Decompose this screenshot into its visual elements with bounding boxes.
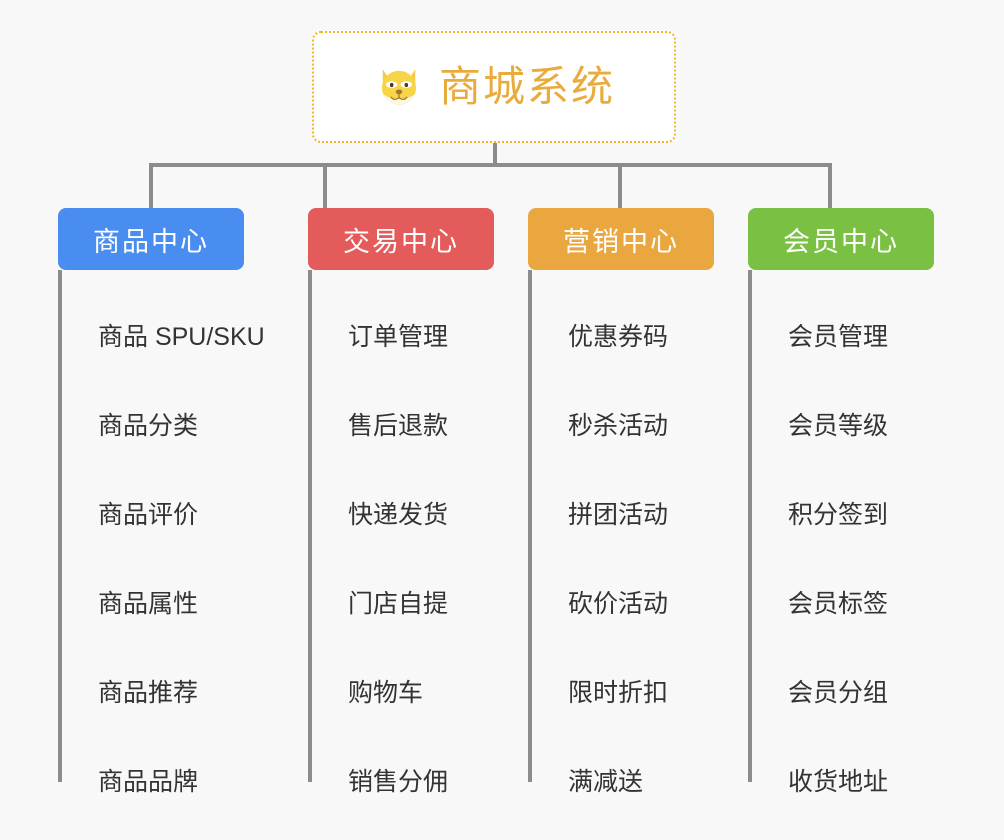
leaf-label: 商品品牌 xyxy=(98,768,199,796)
leaf-label: 秒杀活动 xyxy=(568,412,669,440)
leaf-label: 商品属性 xyxy=(98,590,199,618)
leaf-trunk-3 xyxy=(528,270,532,782)
leaf-label: 会员等级 xyxy=(788,412,889,440)
leaf-list-4: 会员管理 会员等级 积分签到 会员标签 会员分组 收货地址 xyxy=(748,270,934,804)
drop-connector-1 xyxy=(149,163,153,208)
leaf-label: 门店自提 xyxy=(348,590,449,618)
leaf-label: 会员分组 xyxy=(788,679,889,707)
leaf-label: 优惠券码 xyxy=(568,323,669,351)
leaf-item[interactable]: 商品属性 xyxy=(58,537,244,626)
leaf-label: 购物车 xyxy=(348,679,424,707)
leaf-label: 积分签到 xyxy=(788,501,889,529)
leaf-label: 会员标签 xyxy=(788,590,889,618)
branch-column-3: 营销中心 优惠券码 秒杀活动 拼团活动 砍价活动 限时折扣 满减送 xyxy=(528,208,714,804)
leaf-item[interactable]: 购物车 xyxy=(308,626,494,715)
leaf-item[interactable]: 商品 SPU/SKU xyxy=(58,270,265,359)
leaf-trunk-2 xyxy=(308,270,312,782)
leaf-label: 收货地址 xyxy=(788,768,889,796)
leaf-item[interactable]: 会员管理 xyxy=(748,270,934,359)
leaf-item[interactable]: 会员等级 xyxy=(748,359,934,448)
leaf-label: 销售分佣 xyxy=(348,768,449,796)
leaf-item[interactable]: 会员标签 xyxy=(748,537,934,626)
leaf-item[interactable]: 收货地址 xyxy=(748,715,934,804)
branch-header-4[interactable]: 会员中心 xyxy=(748,208,934,270)
leaf-item[interactable]: 秒杀活动 xyxy=(528,359,714,448)
leaf-item[interactable]: 商品分类 xyxy=(58,359,244,448)
leaf-label: 订单管理 xyxy=(348,323,449,351)
horizontal-bus-connector xyxy=(149,163,832,167)
leaf-item[interactable]: 售后退款 xyxy=(308,359,494,448)
leaf-item[interactable]: 商品推荐 xyxy=(58,626,244,715)
leaf-label: 售后退款 xyxy=(348,412,449,440)
branch-header-3[interactable]: 营销中心 xyxy=(528,208,714,270)
branch-column-2: 交易中心 订单管理 售后退款 快递发货 门店自提 购物车 销售分佣 xyxy=(308,208,494,804)
branch-header-1[interactable]: 商品中心 xyxy=(58,208,244,270)
leaf-item[interactable]: 快递发货 xyxy=(308,448,494,537)
drop-connector-2 xyxy=(323,163,327,208)
leaf-label: 快递发货 xyxy=(348,501,449,529)
leaf-label: 商品分类 xyxy=(98,412,199,440)
leaf-trunk-1 xyxy=(58,270,62,782)
leaf-label: 满减送 xyxy=(568,768,644,796)
leaf-item[interactable]: 商品评价 xyxy=(58,448,244,537)
leaf-label: 商品 SPU/SKU xyxy=(98,323,265,351)
leaf-item[interactable]: 门店自提 xyxy=(308,537,494,626)
leaf-trunk-4 xyxy=(748,270,752,782)
leaf-item[interactable]: 商品品牌 xyxy=(58,715,244,804)
leaf-label: 商品评价 xyxy=(98,501,199,529)
drop-connector-4 xyxy=(828,163,832,208)
root-stem-connector xyxy=(493,143,497,165)
leaf-list-1: 商品 SPU/SKU 商品分类 商品评价 商品属性 商品推荐 商品品牌 xyxy=(58,270,265,804)
leaf-item[interactable]: 拼团活动 xyxy=(528,448,714,537)
leaf-item[interactable]: 优惠券码 xyxy=(528,270,714,359)
leaf-item[interactable]: 会员分组 xyxy=(748,626,934,715)
leaf-item[interactable]: 限时折扣 xyxy=(528,626,714,715)
leaf-list-2: 订单管理 售后退款 快递发货 门店自提 购物车 销售分佣 xyxy=(308,270,494,804)
leaf-label: 商品推荐 xyxy=(98,679,199,707)
drop-connector-3 xyxy=(618,163,622,208)
dog-face-icon xyxy=(373,61,425,113)
leaf-item[interactable]: 积分签到 xyxy=(748,448,934,537)
branch-column-1: 商品中心 商品 SPU/SKU 商品分类 商品评价 商品属性 商品推荐 商品品牌 xyxy=(58,208,265,804)
branch-column-4: 会员中心 会员管理 会员等级 积分签到 会员标签 会员分组 收货地址 xyxy=(748,208,934,804)
branch-header-2[interactable]: 交易中心 xyxy=(308,208,494,270)
leaf-item[interactable]: 销售分佣 xyxy=(308,715,494,804)
leaf-label: 砍价活动 xyxy=(568,590,669,618)
leaf-item[interactable]: 砍价活动 xyxy=(528,537,714,626)
leaf-label: 会员管理 xyxy=(788,323,889,351)
leaf-label: 限时折扣 xyxy=(568,679,669,707)
leaf-label: 拼团活动 xyxy=(568,501,669,529)
root-title: 商城系统 xyxy=(438,63,615,110)
leaf-item[interactable]: 满减送 xyxy=(528,715,714,804)
leaf-list-3: 优惠券码 秒杀活动 拼团活动 砍价活动 限时折扣 满减送 xyxy=(528,270,714,804)
leaf-item[interactable]: 订单管理 xyxy=(308,270,494,359)
root-node[interactable]: 商城系统 xyxy=(312,31,676,143)
